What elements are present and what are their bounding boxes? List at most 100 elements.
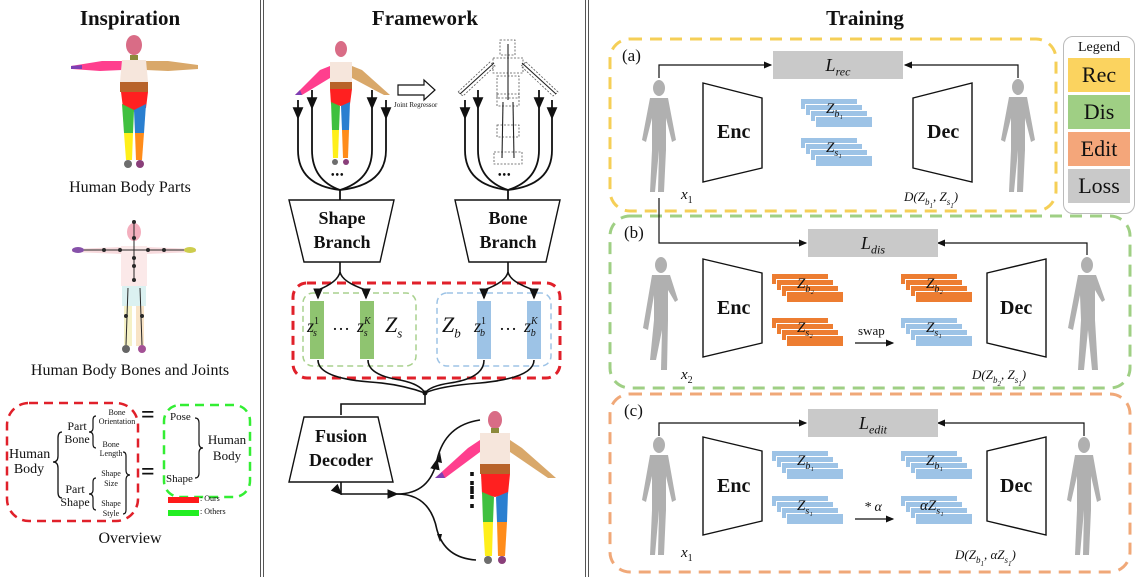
zsK-bar [360,301,374,359]
panel-a-input-label: x1 [681,187,693,206]
bone-ellipsis: ••• [498,170,512,181]
others-dashed-box [162,403,252,499]
brace-pose-shape [194,417,204,479]
joint-regressor-label: Joint Regressor [394,101,438,109]
human-body-skeleton-model [72,220,196,353]
panel-c-output-label: D(Zb1, αZs1) [955,547,1016,568]
shape-branch-label: Shape Branch [313,208,371,252]
zbK-bar [527,301,541,359]
bone-latent-box [436,292,552,367]
panel-a-decoder-block [912,82,973,183]
shape-branch-block [288,199,395,263]
panel-c-box [608,392,1132,574]
panel-c-output-human [1067,437,1101,555]
brace-right [122,451,131,515]
overview-shape-style: Shape Style [101,499,121,518]
panel-c-encoder-block [702,436,763,536]
training-legend: Legend Rec Dis Edit Loss [1063,36,1135,214]
zs1-label: z1s [307,316,320,339]
loss-dis-box: Ldis [808,229,938,257]
fusion-decoder-label: Fusion Decoder [309,426,373,470]
legend-item-rec: Rec [1068,58,1130,92]
zbK-label: zKb [524,316,538,339]
overview-human-body-right: Human Body [207,432,247,463]
zb1-bar [477,301,491,359]
overview-part-shape: Part Shape [60,482,90,509]
brace-part-bone [88,415,97,449]
overview-bone-length: Bone Length [99,440,123,458]
legend-item-edit: Edit [1068,132,1130,166]
panel-a-dec-label: Dec [927,121,960,143]
panel-c-input-label: x1 [681,545,693,564]
panel-c-enc-label: Enc [717,475,751,497]
panel-b-encoder-block [702,258,763,358]
decoder-output-arrows [330,419,481,561]
caption-bones-joints: Human Body Bones and Joints [30,362,230,379]
panel-b-dec-label: Dec [1000,297,1033,319]
human-silhouettes [642,79,1105,555]
section-divider-right [585,0,589,577]
inspiration-title: Inspiration [79,6,181,30]
panel-c-label: (c) [624,401,643,420]
zb1-label: z1b [474,316,487,339]
panel-a-enc-label: Enc [717,121,751,143]
legend-item-loss: Loss [1068,169,1130,203]
panel-b-input-human [643,257,678,370]
latent-arrows [313,262,539,415]
overview-shape-size: Shape Size [101,469,121,488]
overview-bone-orientation: Bone Orientation [98,408,136,426]
panel-b-enc-label: Enc [717,297,751,319]
loss-rec-box: Lrec [773,51,903,79]
panel-c-dec-label: Dec [1000,475,1033,497]
bone-dots: … [499,314,517,334]
overview-shape: Shape [166,473,193,485]
shape-dots: … [332,314,350,334]
legend-swatch-ours [168,497,199,503]
caption-body-parts: Human Body Parts [69,179,191,196]
legend-label-others: : Others [200,507,226,516]
shape-latent-box [302,292,417,367]
shape-branch-arrows [292,90,392,191]
section-divider-left [260,0,264,577]
panel-b-label: (b) [624,223,644,242]
overview-diagram [5,401,252,523]
joint-regressor-arrow [397,78,436,102]
shape-input-body-model [295,41,390,165]
panel-b-output-human [1068,257,1105,370]
loss-arrows [658,61,1088,523]
framework-title: Framework [371,6,479,30]
zs1-bar [310,301,324,359]
overview-equals-top: = [141,402,155,428]
legend-swatch-others [168,510,199,516]
panel-a-output-human [1001,79,1035,192]
human-body-parts-model [71,35,198,168]
latent-group-box [291,281,562,380]
legend-title: Legend [1078,40,1120,55]
bone-skeleton-lines [459,44,557,159]
alpha-scale-label: * α [864,500,882,515]
panel-a-box [608,37,1058,213]
training-title: Training [826,6,904,30]
bone-branch-arrows [459,90,558,191]
overview-equals-bottom: = [141,459,155,485]
panel-b-output-label: D(Zb2, Zs1) [972,367,1027,388]
panel-b-input-label: x2 [681,367,693,386]
legend-item-dis: Dis [1068,95,1130,129]
overview-pose: Pose [170,411,191,423]
Zs-label: Zs [385,312,403,341]
ours-dashed-box [5,401,140,523]
legend-label-ours: : Ours [200,494,220,503]
brace-part-shape [88,477,97,511]
panel-b-box [608,214,1132,390]
caption-overview: Overview [98,530,162,547]
overview-human-body: Human Body [9,447,51,477]
loss-edit-box: Ledit [808,409,938,437]
panel-a-output-label: D(Zb1, Zs1) [904,189,959,210]
overview-part-bone: Part Bone [64,419,90,446]
Zb-label: Zb [442,312,461,341]
panel-c-decoder-block [986,436,1047,536]
panel-a-encoder-block [702,82,763,183]
output-vdots: ⋮⋮ [459,468,485,511]
